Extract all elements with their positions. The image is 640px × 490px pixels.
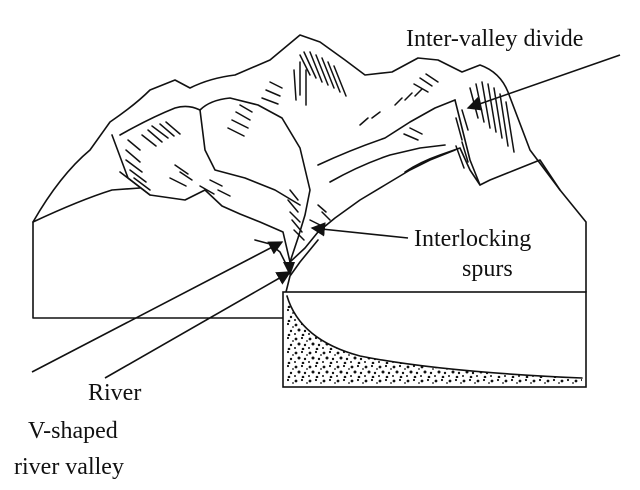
right-face (454, 99, 561, 191)
valley-right-wall (289, 149, 456, 263)
label-inter-valley-divide: Inter-valley divide (406, 26, 583, 52)
cross-section-inset (282, 291, 587, 388)
sediment-fill (287, 296, 582, 384)
text-labels: Inter-valley divide Interlocking spurs R… (14, 26, 583, 480)
left-face (119, 105, 301, 206)
v-valley-arrow (104, 271, 292, 379)
block-outline (32, 34, 587, 319)
label-spurs: spurs (462, 256, 513, 282)
left-spur-front (32, 171, 151, 223)
sediment-surface (286, 295, 583, 379)
label-river: River (88, 380, 141, 406)
label-interlocking: Interlocking (414, 226, 531, 252)
river-notch (283, 262, 295, 276)
spurs-arrow (310, 222, 409, 239)
upper-tributary-2 (329, 144, 446, 183)
upper-tributary (317, 99, 456, 166)
label-v-shaped: V-shaped (28, 418, 118, 444)
divide-arrow (466, 54, 621, 111)
label-river-valley: river valley (14, 454, 124, 480)
river-arrow (31, 241, 284, 373)
slope-hatching (125, 51, 515, 241)
valley-left-wall (199, 97, 311, 263)
leader-lines (31, 54, 621, 379)
